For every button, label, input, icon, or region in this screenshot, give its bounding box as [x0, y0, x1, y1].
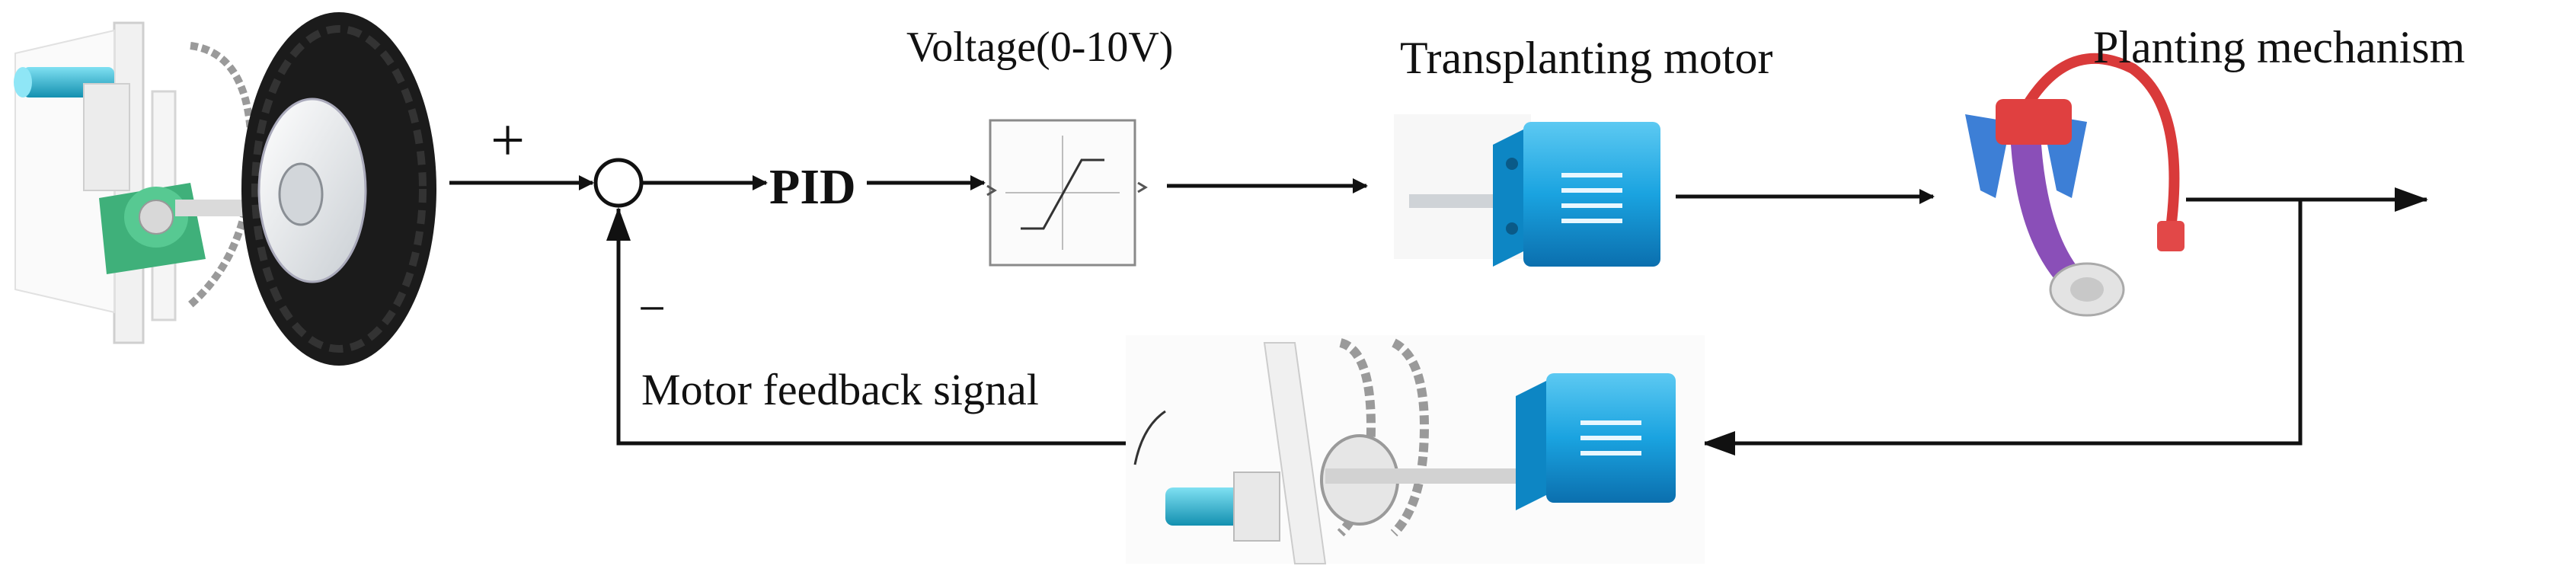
arrow-feedback-to-summer	[606, 207, 1126, 446]
feedback-sensor-cylinder-icon	[1165, 487, 1249, 526]
forward-path	[449, 158, 2428, 212]
voltage-label: Voltage(0-10V)	[906, 24, 1174, 71]
plus-sign: +	[491, 107, 526, 174]
bearing-icon	[99, 183, 206, 274]
tire-icon	[241, 12, 436, 366]
planting-mechanism-label: Planting mechanism	[2093, 22, 2466, 72]
pid-controller-label: PID	[769, 159, 856, 215]
feedback-motor-icon	[1516, 373, 1676, 510]
transplanting-motor-label: Transplanting motor	[1400, 33, 1773, 83]
planting-mechanism-icon	[1965, 53, 2184, 317]
feedback-path	[606, 200, 2303, 456]
summing-junction	[593, 158, 644, 208]
arrow-output-to-feedback-motor	[1702, 200, 2303, 456]
motor-feedback-signal-label: Motor feedback signal	[641, 365, 1039, 414]
drive-wheel-illustration	[14, 12, 436, 366]
minus-sign: −	[638, 281, 666, 335]
feedback-assembly-illustration	[1126, 335, 1705, 564]
transplanting-motor-icon	[1394, 114, 1660, 267]
saturation-block	[986, 119, 1148, 267]
